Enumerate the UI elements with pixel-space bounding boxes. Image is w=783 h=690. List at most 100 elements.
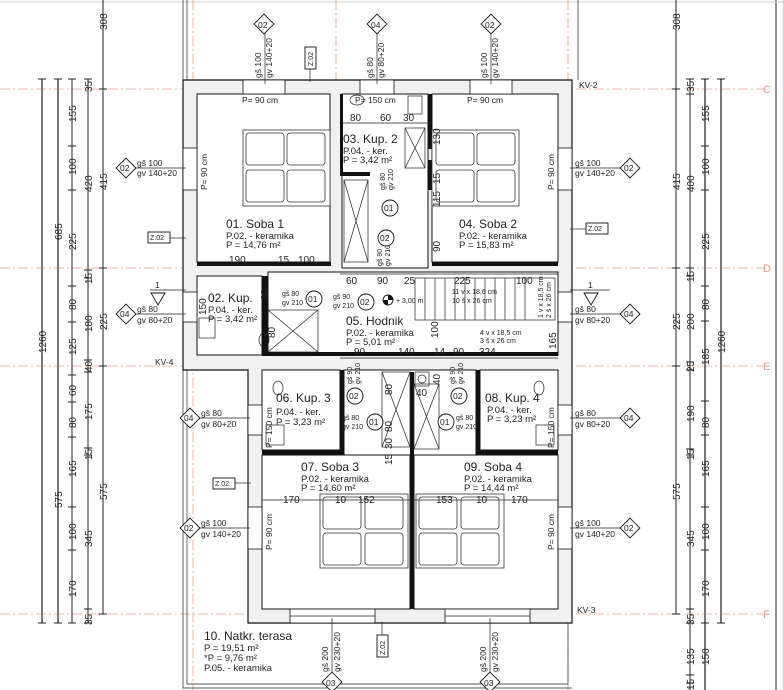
svg-text:03: 03: [484, 678, 494, 688]
door-tag-kup4: 01 gš 80 gv 210: [437, 413, 477, 431]
svg-text:25: 25: [686, 360, 697, 372]
svg-text:P.02. - keramika: P.02. - keramika: [464, 474, 533, 485]
stair-run-1b: 10 š x 26 cm: [452, 298, 492, 305]
svg-text:90: 90: [432, 240, 443, 252]
svg-text:80: 80: [701, 416, 712, 428]
svg-text:1260: 1260: [717, 330, 728, 353]
svg-text:03. Kup. 2: 03. Kup. 2: [343, 132, 398, 146]
svg-text:80: 80: [68, 416, 79, 428]
stair-run-3a: 1 v x 18,5 cm: [538, 276, 545, 318]
svg-text:02: 02: [485, 20, 495, 30]
room-label-soba-1: 01. Soba 1 P.02. - keramika P = 14,76 m²: [226, 217, 295, 251]
svg-text:09. Soba 4: 09. Soba 4: [464, 460, 522, 474]
svg-text:30: 30: [403, 113, 415, 124]
svg-text:115: 115: [432, 191, 443, 207]
svg-text:gš 100: gš 100: [575, 518, 601, 528]
svg-text:02. Kup.: 02. Kup.: [208, 291, 253, 305]
svg-text:01: 01: [384, 203, 394, 213]
svg-text:gv 80+20: gv 80+20: [376, 43, 386, 78]
svg-text:190: 190: [229, 255, 246, 266]
window-tag-top-1: 02 gš 100 gv 140+20: [253, 13, 275, 84]
svg-text:165: 165: [548, 332, 559, 349]
svg-text:420: 420: [84, 175, 95, 192]
door-tag-soba4: 02 gš 90 gv 210: [450, 363, 468, 405]
window-tag-top-3: 02 gš 100 gv 140+20: [479, 13, 502, 84]
radiator-notes: P= 90 cm P= 150 cm P= 90 cm P= 90 cm P= …: [199, 95, 556, 550]
svg-text:225: 225: [701, 233, 712, 250]
svg-text:P.02. - keramika: P.02. - keramika: [226, 231, 295, 242]
svg-text:35: 35: [686, 613, 697, 625]
svg-text:gv 210: gv 210: [456, 424, 477, 431]
svg-text:1: 1: [588, 280, 593, 290]
svg-text:P = 14,60 m²: P = 14,60 m²: [301, 483, 355, 494]
svg-text:185: 185: [701, 348, 712, 365]
svg-text:06. Kup. 3: 06. Kup. 3: [276, 391, 331, 405]
svg-text:100: 100: [701, 158, 712, 175]
svg-text:gv 80+20: gv 80+20: [137, 315, 172, 325]
svg-text:gv 140+20: gv 140+20: [137, 168, 177, 178]
svg-text:P= 90 cm: P= 90 cm: [242, 95, 278, 105]
svg-text:80: 80: [384, 383, 395, 395]
svg-text:345: 345: [84, 530, 95, 547]
svg-text:gš 200: gš 200: [478, 646, 488, 672]
svg-text:gv 210: gv 210: [458, 363, 465, 384]
axis-label-d: D: [763, 263, 771, 275]
svg-text:P= 90 cm: P= 90 cm: [546, 514, 556, 550]
svg-text:08. Kup. 4: 08. Kup. 4: [485, 391, 540, 405]
svg-text:35: 35: [686, 80, 697, 92]
bed-soba-2: [431, 129, 520, 207]
svg-text:04: 04: [371, 20, 381, 30]
svg-text:gv 140+20: gv 140+20: [201, 529, 241, 539]
svg-text:130: 130: [432, 128, 443, 145]
window-tag-left-2: 04 gš 80 gv 80+20: [115, 303, 186, 325]
svg-text:gš 90: gš 90: [450, 367, 457, 384]
room-label-hodnik: 05. Hodnik P.02. - keramika P = 5,01 m²: [346, 314, 415, 348]
room-label-kup-4: 08. Kup. 4 P.04. - ker. P = 3,23 m²: [485, 391, 540, 425]
svg-text:P= 150 cm: P= 150 cm: [355, 95, 396, 105]
svg-text:15: 15: [686, 270, 697, 282]
room-label-kup-2: 03. Kup. 2 P.04. - ker. P = 3,42 m²: [343, 132, 398, 166]
room-label-kup-3: 06. Kup. 3 P.04. - ker. P = 3,23 m²: [276, 391, 331, 428]
svg-text:gš 80: gš 80: [575, 304, 596, 314]
window-tag-left-1: 02 gš 100 gv 140+20: [115, 157, 186, 179]
svg-text:15: 15: [278, 255, 290, 266]
svg-text:P = 14,76 m²: P = 14,76 m²: [226, 240, 280, 251]
staircase: 11 v x 18,6 cm 10 š x 26 cm 4 v x 18,5 c…: [382, 276, 556, 345]
svg-text:80: 80: [260, 288, 271, 300]
svg-text:100: 100: [68, 158, 79, 175]
svg-text:Z.02: Z.02: [150, 235, 164, 242]
svg-text:10. Natkr. terasa: 10. Natkr. terasa: [204, 629, 292, 643]
svg-text:100: 100: [298, 255, 315, 266]
svg-text:*P = 9,76 m²: *P = 9,76 m²: [204, 653, 257, 664]
svg-text:15: 15: [686, 448, 697, 460]
bed-soba-1: [242, 129, 331, 207]
svg-text:gv 210: gv 210: [342, 424, 363, 431]
svg-text:90: 90: [354, 347, 366, 358]
svg-text:gš 100: gš 100: [575, 158, 601, 168]
svg-text:gv 210: gv 210: [333, 303, 354, 310]
svg-text:gš 90: gš 90: [377, 249, 384, 266]
svg-text:60: 60: [68, 384, 79, 396]
svg-text:gv 210: gv 210: [282, 300, 303, 307]
svg-text:gš 80: gš 80: [342, 415, 359, 422]
svg-text:P = 15,83 m²: P = 15,83 m²: [459, 240, 513, 251]
door-tag-soba1: 02 gš 90 gv 210: [377, 229, 395, 266]
stair-run-2b: 3 š x 26 cm: [480, 338, 516, 345]
svg-text:P.04. - ker.: P.04. - ker.: [276, 407, 321, 418]
dimension-chains-left: 1260 685 575 155 100 225 80 125 60 80 16…: [38, 0, 110, 625]
svg-text:170: 170: [511, 495, 528, 506]
stair-run-2a: 4 v x 18,5 cm: [480, 330, 522, 337]
dimension-chains-right: 308 415 225 575 35 400 15 200 25 190 15 …: [672, 0, 728, 690]
wardrobes: [267, 127, 440, 450]
svg-text:15: 15: [686, 678, 697, 690]
svg-text:gv 210: gv 210: [388, 169, 395, 190]
svg-text:125: 125: [68, 338, 79, 355]
svg-text:100: 100: [68, 523, 79, 540]
svg-text:100: 100: [516, 276, 533, 287]
svg-text:gš 80: gš 80: [201, 408, 222, 418]
svg-text:04: 04: [624, 413, 634, 423]
svg-text:gš 100: gš 100: [137, 158, 163, 168]
svg-text:1260: 1260: [38, 330, 49, 353]
svg-text:90: 90: [377, 276, 389, 287]
svg-text:01. Soba 1: 01. Soba 1: [226, 217, 284, 231]
